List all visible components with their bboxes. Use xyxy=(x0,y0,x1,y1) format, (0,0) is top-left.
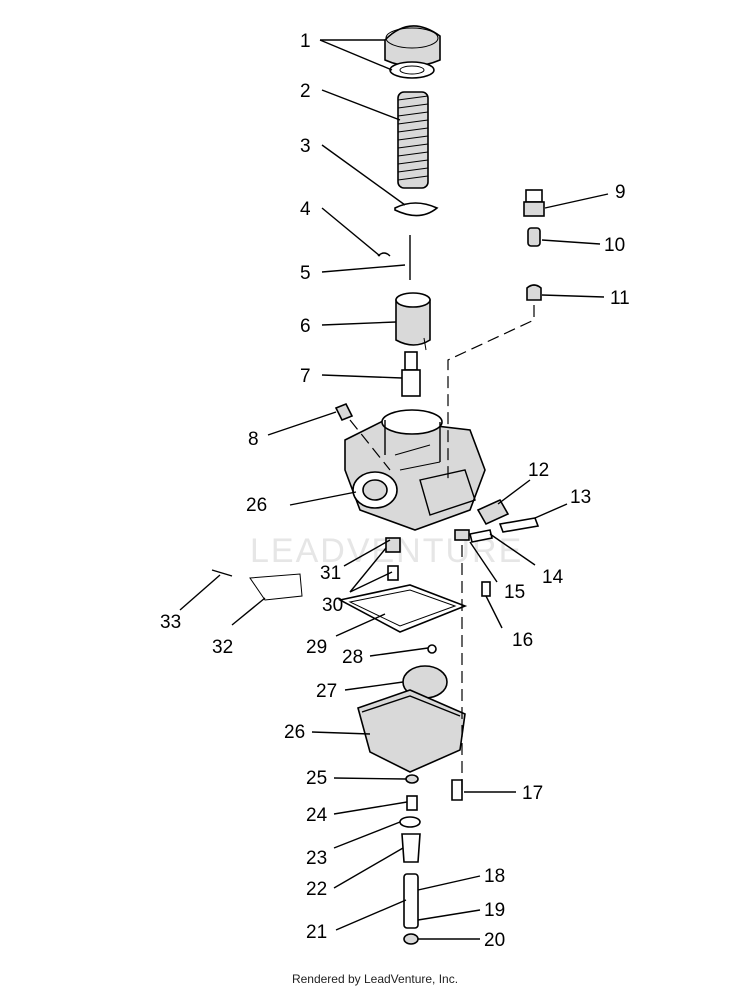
part-bowl-ball xyxy=(427,644,437,654)
callout-15: 15 xyxy=(504,582,525,603)
callout-22: 22 xyxy=(306,879,327,900)
part-carburetor-body xyxy=(344,409,486,531)
part-main-jet xyxy=(469,529,493,543)
part-float-pin xyxy=(481,581,491,597)
part-spring xyxy=(397,91,429,189)
part-emulsion-tube xyxy=(403,873,419,929)
part-float-arm-pin xyxy=(211,569,233,577)
part-retainer-plate xyxy=(394,202,439,217)
callout-7: 7 xyxy=(300,366,311,387)
callout-13: 13 xyxy=(570,487,591,508)
callout-33: 33 xyxy=(160,612,181,633)
part-needle-valve xyxy=(387,565,399,581)
callout-26-body: 26 xyxy=(246,495,267,516)
callout-10: 10 xyxy=(604,235,625,256)
part-bottom-plug xyxy=(403,933,419,945)
callout-19: 19 xyxy=(484,900,505,921)
callout-25: 25 xyxy=(306,768,327,789)
part-o-ring-small xyxy=(405,774,419,784)
callout-26-bowl: 26 xyxy=(284,722,305,743)
callout-8: 8 xyxy=(248,429,259,450)
part-jet-holder xyxy=(401,833,421,863)
part-throttle-valve xyxy=(395,292,431,351)
callout-1: 1 xyxy=(300,31,311,52)
part-float-bowl-gasket xyxy=(337,584,468,633)
callout-labels: 1 2 3 4 5 6 7 8 9 10 11 12 13 14 15 16 1… xyxy=(160,31,630,951)
part-adjuster-spring xyxy=(527,227,541,247)
callout-30: 30 xyxy=(322,595,343,616)
callout-16: 16 xyxy=(512,630,533,651)
part-main-jet-holder xyxy=(454,529,470,541)
callout-12: 12 xyxy=(528,460,549,481)
part-pilot-screw xyxy=(498,517,540,533)
footer-credit: Rendered by LeadVenture, Inc. xyxy=(291,972,459,986)
callout-20: 20 xyxy=(484,930,505,951)
part-cap xyxy=(384,25,441,67)
callout-21: 21 xyxy=(306,922,327,943)
part-float-arm xyxy=(249,573,303,601)
callout-23: 23 xyxy=(306,848,327,869)
callout-6: 6 xyxy=(300,316,311,337)
part-main-jet-nut xyxy=(406,795,418,811)
callout-28: 28 xyxy=(342,647,363,668)
leader-lines xyxy=(179,39,609,940)
part-pilot-jet xyxy=(334,402,354,422)
part-cap-gasket xyxy=(389,61,435,79)
callout-17: 17 xyxy=(522,783,543,804)
callout-32: 32 xyxy=(212,637,233,658)
callout-29: 29 xyxy=(306,637,327,658)
part-drain-screw xyxy=(451,779,463,801)
part-pilot-screw-spring xyxy=(476,498,510,526)
callout-9: 9 xyxy=(615,182,626,203)
callout-11: 11 xyxy=(610,288,630,309)
part-seat-washer xyxy=(385,537,401,553)
callout-24: 24 xyxy=(306,805,328,826)
callout-18: 18 xyxy=(484,866,505,887)
callout-3: 3 xyxy=(300,136,311,157)
callout-14: 14 xyxy=(542,567,564,588)
part-adjuster-screw xyxy=(523,189,545,217)
callout-2: 2 xyxy=(300,81,311,102)
callout-4: 4 xyxy=(300,199,311,220)
part-washer xyxy=(399,816,421,828)
part-adjuster-plug xyxy=(526,284,542,301)
part-float-bowl xyxy=(357,689,466,773)
callout-5: 5 xyxy=(300,263,311,284)
callout-27: 27 xyxy=(316,681,337,702)
part-needle-jet xyxy=(401,351,421,397)
callout-31: 31 xyxy=(320,563,341,584)
